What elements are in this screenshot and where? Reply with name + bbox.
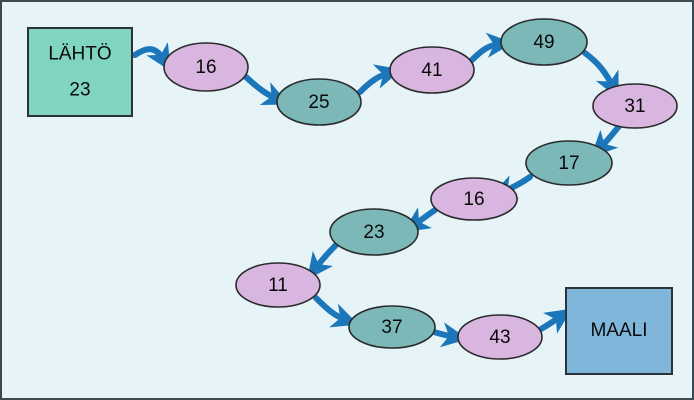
node-n11[interactable]: 43 xyxy=(457,314,543,360)
end-node-label: MAALI xyxy=(590,320,647,341)
node-n8[interactable]: 23 xyxy=(329,208,419,256)
edge-n7-to-n8 xyxy=(403,207,438,233)
node-n7-value: 16 xyxy=(463,189,484,210)
node-n5[interactable]: 31 xyxy=(592,83,678,129)
node-n1-value: 16 xyxy=(195,57,216,78)
node-n3-value: 41 xyxy=(421,60,442,81)
node-n10-value: 37 xyxy=(381,317,402,338)
edge-n11-to-end xyxy=(538,308,572,334)
end-node[interactable]: MAALI xyxy=(565,287,673,375)
node-n6-value: 17 xyxy=(558,153,579,174)
node-n8-value: 23 xyxy=(363,222,384,243)
node-n5-shape xyxy=(592,83,678,129)
node-n2-value: 25 xyxy=(308,92,329,113)
edge-n10-to-n11 xyxy=(431,322,469,348)
node-n9-value: 11 xyxy=(268,275,288,296)
start-node[interactable]: LÄHTÖ 23 xyxy=(27,27,133,117)
node-n4-value: 49 xyxy=(533,32,554,53)
node-n1[interactable]: 16 xyxy=(163,42,249,92)
node-n4-shape xyxy=(500,18,588,66)
node-n5-value: 31 xyxy=(624,96,645,117)
edge-start-to-n1 xyxy=(132,42,171,72)
edge-n9-to-n10 xyxy=(313,295,359,328)
node-n7-shape xyxy=(430,177,518,221)
node-n2-shape xyxy=(276,78,362,126)
node-n3[interactable]: 41 xyxy=(389,46,475,94)
node-n10[interactable]: 37 xyxy=(348,305,436,349)
node-n7[interactable]: 16 xyxy=(430,177,518,221)
node-n2[interactable]: 25 xyxy=(276,78,362,126)
node-n11-value: 43 xyxy=(489,327,510,348)
start-node-label: LÄHTÖ xyxy=(48,43,111,64)
edge-n4-to-n5 xyxy=(582,50,619,99)
node-n9-shape xyxy=(235,262,321,308)
start-node-value: 23 xyxy=(69,79,90,100)
node-n10-shape xyxy=(348,305,436,349)
edge-n5-to-n6 xyxy=(590,122,623,158)
node-n9[interactable]: 11 xyxy=(235,262,321,308)
edge-n1-to-n2 xyxy=(243,74,290,106)
start-node-shape xyxy=(27,27,133,117)
node-n6-shape xyxy=(525,140,613,186)
node-n3-shape xyxy=(389,46,475,94)
node-n4[interactable]: 49 xyxy=(500,18,588,66)
edge-n8-to-n9 xyxy=(307,242,339,280)
node-n6[interactable]: 17 xyxy=(525,140,613,186)
edge-n2-to-n3 xyxy=(357,64,402,95)
end-node-shape xyxy=(565,287,673,375)
node-n1-shape xyxy=(163,42,249,92)
node-n8-shape xyxy=(329,208,419,256)
node-n11-shape xyxy=(457,314,543,360)
edge-n3-to-n4 xyxy=(469,32,514,63)
edges-layer xyxy=(132,32,623,348)
